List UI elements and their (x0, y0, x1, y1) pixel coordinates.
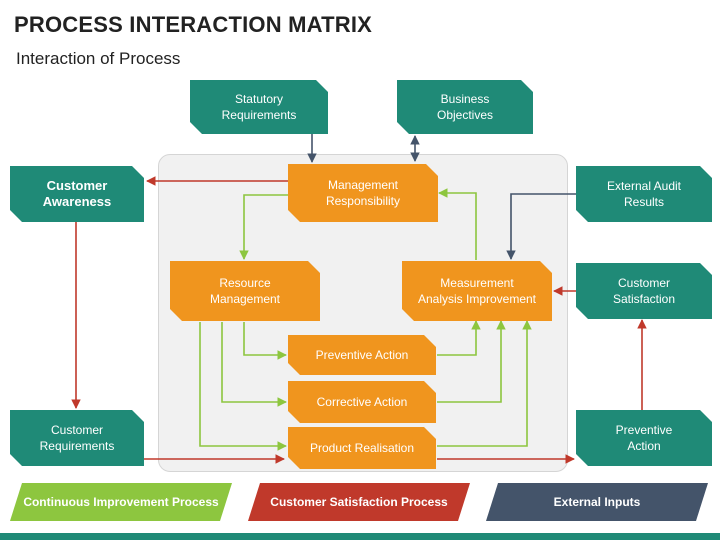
resource-to-preventive-connector (243, 322, 287, 360)
preventive-action-box: Preventive Action (288, 335, 436, 375)
legend-customer-satisfaction: Customer Satisfaction Process (248, 483, 470, 521)
measurement-to-management-connector (438, 188, 477, 260)
realisation-to-measurement-connector (437, 320, 532, 447)
corrective-action-box: Corrective Action (288, 381, 436, 423)
page-subtitle: Interaction of Process (16, 49, 181, 68)
management-to-resource-connector (239, 194, 288, 260)
resource-to-corrective-connector (221, 322, 287, 407)
page-title: PROCESS INTERACTION MATRIX (14, 12, 373, 37)
footer-accent-bar (0, 533, 720, 540)
audit-to-measurement-connector (506, 193, 576, 260)
preventive-to-measurement-connector (437, 320, 481, 356)
product-realisation-box: Product Realisation (288, 427, 436, 469)
resource-to-realisation-connector (199, 322, 287, 451)
corrective-to-measurement-connector (437, 320, 506, 403)
legend-continuous-improvement: Continuous Improvement Process (10, 483, 232, 521)
legend-external-inputs: External Inputs (486, 483, 708, 521)
